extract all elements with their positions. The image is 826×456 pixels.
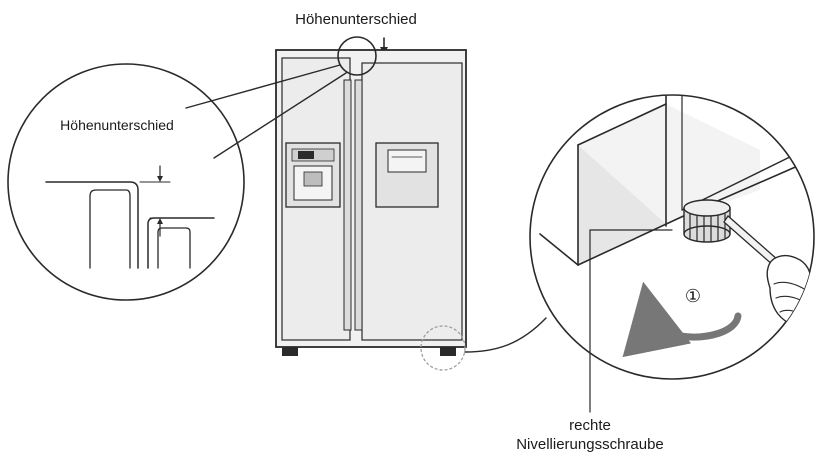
water-dispenser bbox=[285, 142, 341, 208]
curved-arrow-left-icon bbox=[622, 281, 742, 358]
leveling-screw bbox=[683, 199, 731, 243]
right-handle bbox=[354, 79, 363, 331]
bottom-magnifier-marker bbox=[420, 325, 466, 371]
refrigerator bbox=[275, 49, 467, 356]
left-detail-circle: Höhenunterschied bbox=[7, 63, 245, 301]
screw-label-line2: Nivellierungsschraube bbox=[516, 436, 664, 453]
screwdriver bbox=[723, 215, 779, 267]
screw-label-line1: rechte bbox=[569, 417, 611, 434]
right-detail-circle: ① bbox=[529, 94, 815, 380]
detail-height-difference-label: Höhenunterschied bbox=[60, 117, 174, 133]
screw-label-leader bbox=[589, 229, 673, 413]
hand bbox=[766, 254, 813, 328]
top-height-difference-label: Höhenunterschied bbox=[295, 11, 417, 28]
step-number-badge: ① bbox=[685, 286, 701, 306]
left-foot bbox=[282, 347, 298, 356]
left-handle bbox=[343, 79, 352, 331]
top-magnifier-marker bbox=[337, 36, 377, 76]
right-foot bbox=[440, 347, 456, 356]
home-bar bbox=[375, 142, 439, 208]
